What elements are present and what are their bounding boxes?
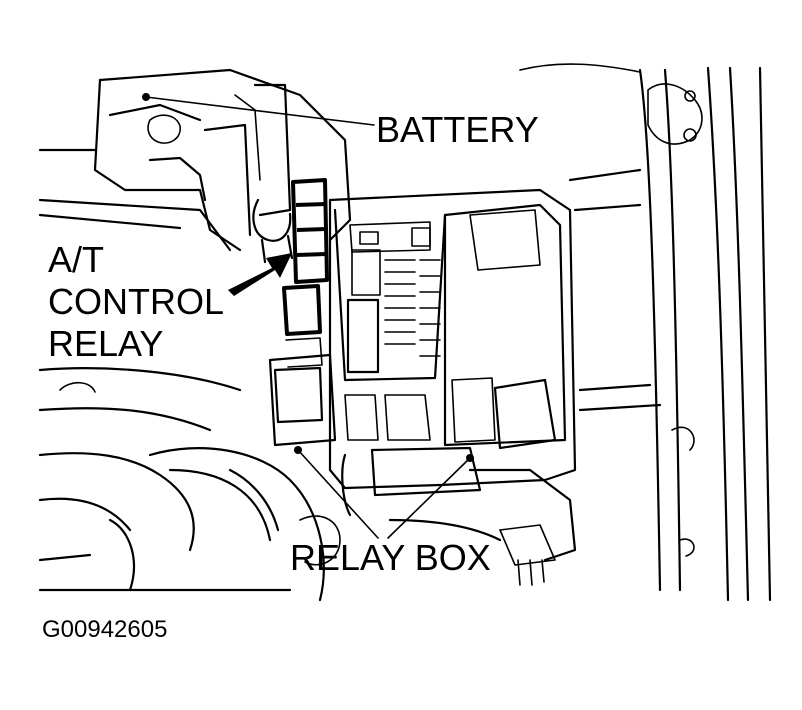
- fender-panel: [519, 63, 772, 602]
- at-control-relay-label-line2: CONTROL: [48, 281, 225, 322]
- arrow-pointer: [228, 253, 292, 296]
- at-control-relay-label-line1: A/T: [48, 239, 105, 280]
- relay-stack: [268, 178, 337, 447]
- at-control-relay-upper: [291, 178, 329, 284]
- relay-box: [328, 188, 577, 586]
- relay-box-label: RELAY BOX: [290, 537, 491, 578]
- figure-id: G00942605: [42, 616, 168, 643]
- leader-lines: [294, 446, 474, 539]
- at-control-relay-lower: [282, 284, 322, 336]
- lower-components: [38, 367, 502, 602]
- battery-assembly: [38, 68, 375, 264]
- at-control-relay-label-line3: RELAY: [48, 323, 164, 364]
- battery-label: BATTERY: [376, 109, 539, 150]
